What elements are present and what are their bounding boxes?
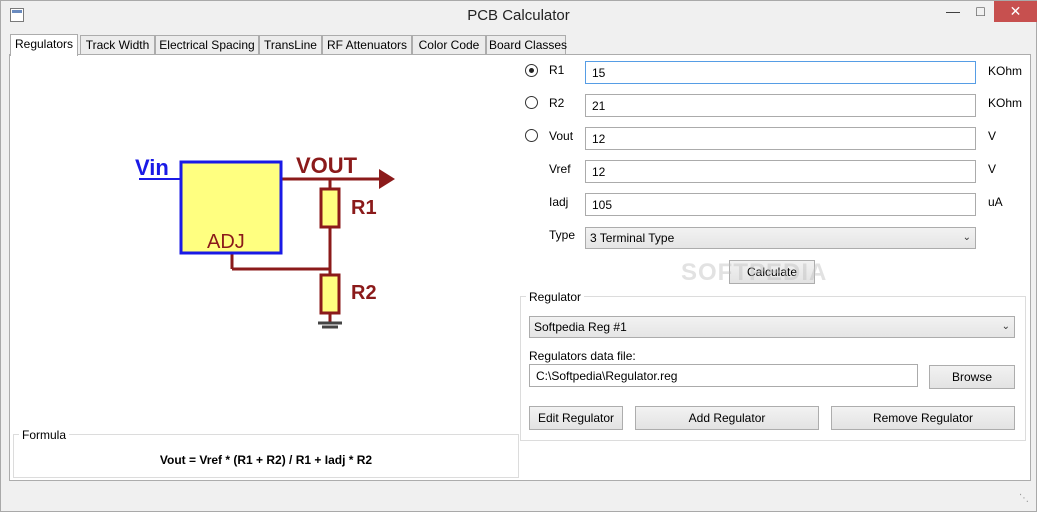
vout-unit: V [988, 129, 997, 143]
formula-group-label: Formula [19, 428, 70, 442]
r2-label: R2 [549, 96, 565, 110]
vout-label: VOUT [296, 153, 358, 178]
vref-label: Vref [549, 162, 571, 176]
close-icon[interactable]: ✕ [994, 1, 1037, 22]
vref-unit: V [988, 162, 997, 176]
vout-arrow-icon [379, 169, 395, 189]
regulator-select-value: Softpedia Reg #1 [534, 320, 627, 334]
tab-track-width[interactable]: Track Width [80, 35, 155, 55]
maximize-icon[interactable]: □ [976, 3, 985, 19]
status-bar [9, 484, 1031, 506]
title-bar: PCB Calculator — □ ✕ [1, 1, 1037, 31]
chevron-down-icon: ⌄ [1001, 321, 1010, 332]
type-select[interactable]: 3 Terminal Type ⌄ [585, 227, 976, 249]
remove-regulator-button[interactable]: Remove Regulator [831, 406, 1015, 430]
tab-regulators[interactable]: Regulators [10, 34, 78, 56]
minimize-icon[interactable]: — [946, 3, 960, 19]
iadj-unit: uA [988, 195, 1003, 209]
iadj-label: Iadj [549, 195, 569, 209]
type-label: Type [549, 228, 576, 242]
browse-button[interactable]: Browse [929, 365, 1015, 389]
ground-icon [318, 321, 342, 329]
data-file-label: Regulators data file: [529, 349, 636, 363]
tab-board-classes[interactable]: Board Classes [486, 35, 567, 55]
r2-radio[interactable] [525, 96, 538, 109]
schematic-wires [230, 177, 383, 323]
tab-transline[interactable]: TransLine [259, 35, 322, 55]
resistor-r1-symbol [319, 187, 341, 229]
add-regulator-button[interactable]: Add Regulator [635, 406, 819, 430]
edit-regulator-button[interactable]: Edit Regulator [529, 406, 623, 430]
r1-unit: KOhm [988, 64, 1023, 78]
data-file-input[interactable]: C:\Softpedia\Regulator.reg [529, 364, 918, 387]
calculate-button[interactable]: Calculate [729, 260, 815, 284]
adj-label: ADJ [207, 231, 245, 253]
tab-rf-attenuators[interactable]: RF Attenuators [322, 35, 412, 55]
r2-diagram-label: R2 [351, 282, 377, 304]
formula-group [13, 434, 519, 478]
r1-diagram-label: R1 [351, 197, 377, 219]
window-title: PCB Calculator [467, 7, 570, 24]
app-icon[interactable] [10, 8, 24, 22]
r1-label: R1 [549, 63, 565, 77]
vout-input[interactable]: 12 [585, 127, 976, 150]
regulator-box [179, 160, 283, 255]
formula-text: Vout = Vref * (R1 + R2) / R1 + Iadj * R2 [159, 453, 373, 467]
regulator-select[interactable]: Softpedia Reg #1 ⌄ [529, 316, 1015, 338]
vref-input[interactable]: 12 [585, 160, 976, 183]
vout-label: Vout [549, 129, 574, 143]
chevron-down-icon: ⌄ [962, 232, 971, 243]
resistor-r2-symbol [319, 273, 341, 315]
tab-color-code[interactable]: Color Code [412, 35, 486, 55]
r2-unit: KOhm [988, 96, 1023, 110]
regulator-schematic: Vin VOUT ADJ R1 R2 [135, 153, 395, 329]
tab-electrical-spacing[interactable]: Electrical Spacing [155, 35, 259, 55]
type-select-value: 3 Terminal Type [590, 231, 675, 245]
vin-label: Vin [135, 155, 169, 180]
r1-input[interactable]: 15 [585, 61, 976, 84]
resize-grip-icon[interactable]: ⋱ [1019, 493, 1029, 504]
vout-radio[interactable] [525, 129, 538, 142]
regulator-group [520, 296, 1026, 441]
regulator-group-label: Regulator [526, 290, 585, 304]
iadj-input[interactable]: 105 [585, 193, 976, 216]
r2-input[interactable]: 21 [585, 94, 976, 117]
r1-radio[interactable] [525, 64, 538, 77]
